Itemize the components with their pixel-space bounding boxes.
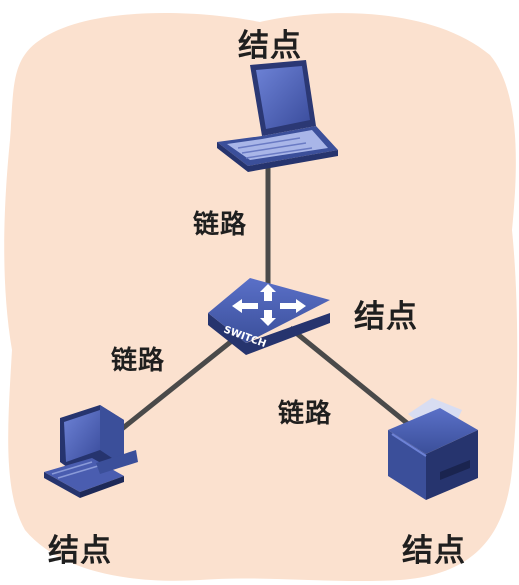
desktop-node-label: 结点 bbox=[48, 533, 112, 569]
link-label-switch-printer: 链路 bbox=[278, 399, 333, 429]
link-label-switch-desktop: 链路 bbox=[111, 346, 166, 376]
link-switch-desktop bbox=[116, 326, 250, 434]
switch-node-label: 结点 bbox=[354, 299, 418, 335]
printer-node-label: 结点 bbox=[402, 533, 466, 569]
link-switch-printer bbox=[288, 326, 420, 434]
laptop-node-label: 结点 bbox=[238, 28, 302, 64]
link-label-laptop-switch: 链路 bbox=[193, 210, 248, 240]
desktop-computer-icon bbox=[44, 405, 138, 498]
laptop-icon bbox=[217, 60, 338, 172]
printer-icon bbox=[388, 398, 478, 500]
